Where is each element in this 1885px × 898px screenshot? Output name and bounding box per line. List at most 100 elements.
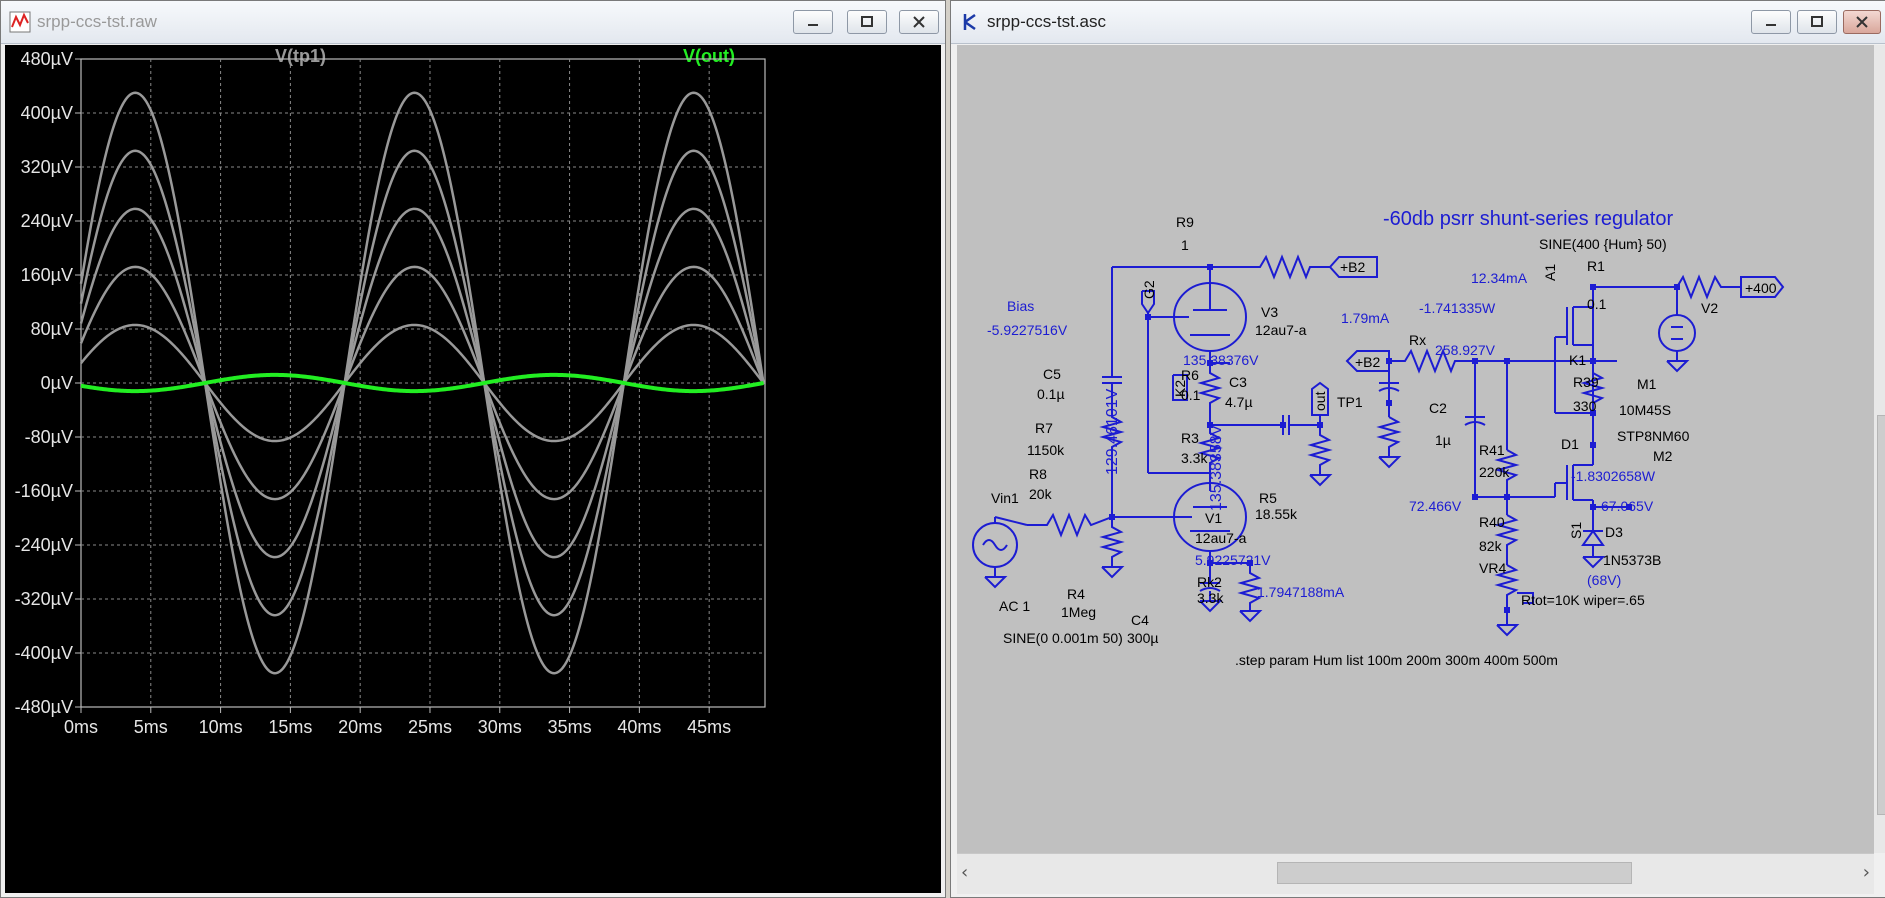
label-r41: R41 (1479, 442, 1505, 458)
y-tick-label: 240µV (21, 211, 73, 231)
label-node-258: 258.927V (1435, 342, 1496, 358)
trace-vtp1[interactable] (79, 207, 765, 559)
label-c3: C3 (1229, 374, 1247, 390)
waveform-window-title: srpp-ccs-tst.raw (37, 12, 157, 31)
trace-vtp1[interactable] (80, 323, 765, 443)
trace-vout[interactable] (80, 372, 764, 394)
minimize-button[interactable] (793, 10, 833, 34)
label-out: out (1312, 391, 1328, 411)
y-tick-label: 480µV (21, 49, 73, 69)
label-sine-v2: SINE(400 {Hum} 50) (1539, 236, 1667, 252)
label-r7-val: 1150k (1027, 442, 1065, 458)
scroll-left-icon[interactable]: ‹ (961, 862, 969, 883)
label-r5-val: 18.55k (1255, 506, 1298, 522)
label-vin1: Vin1 (991, 490, 1019, 506)
vertical-scroll-thumb[interactable] (1877, 415, 1885, 815)
maximize-button[interactable] (847, 10, 887, 34)
close-button[interactable] (899, 10, 939, 34)
label-rk2: Rk2 (1197, 574, 1222, 590)
schematic-canvas[interactable]: -60db psrr shunt-series regulator .step … (957, 45, 1874, 853)
schematic-titlebar[interactable]: srpp-ccs-tst.asc (951, 1, 1885, 44)
label-v1: V1 (1205, 510, 1222, 526)
label-m2-model: STP8NM60 (1617, 428, 1690, 444)
label-v3-model: 12au7-a (1255, 322, 1307, 338)
y-tick-label: -160µV (15, 481, 73, 501)
label-c2-val: 1µ (1435, 432, 1451, 448)
maximize-icon (1811, 16, 1823, 27)
label-r8: R8 (1029, 466, 1047, 482)
x-tick-label: 25ms (408, 717, 452, 737)
trace-vtp1[interactable] (79, 91, 765, 675)
label-vert-135: 135.38358V (1208, 424, 1225, 511)
label-k2: K2 (1172, 380, 1188, 397)
label-r8-val: 20k (1029, 486, 1053, 502)
label-c3-val: 4.7µ (1225, 394, 1253, 410)
close-button[interactable] (1843, 10, 1881, 34)
label-d3-model: 1N5373B (1603, 552, 1661, 568)
schematic-window: srpp-ccs-tst.asc (950, 0, 1885, 898)
x-tick-label: 20ms (338, 717, 382, 737)
label-r41-val: 220k (1479, 464, 1510, 480)
label-w-1741: -1.741335W (1419, 300, 1496, 316)
label-k-node: 5.9225721V (1195, 552, 1271, 568)
step-directive: .step param Hum list 100m 200m 300m 400m… (1235, 652, 1558, 668)
label-node-67: 67.065V (1601, 498, 1654, 514)
label-d3-v: (68V) (1587, 572, 1621, 588)
label-r39-val: 330 (1573, 398, 1597, 414)
maximize-button[interactable] (1797, 10, 1837, 34)
horizontal-scrollbar[interactable]: ‹ › (957, 853, 1874, 894)
schematic-window-title: srpp-ccs-tst.asc (987, 12, 1107, 31)
label-r5: R5 (1259, 490, 1277, 506)
y-tick-label: 400µV (21, 103, 73, 123)
label-bias-val: -5.9227516V (987, 322, 1068, 338)
label-i-179: 1.79mA (1341, 310, 1390, 326)
waveform-titlebar[interactable]: srpp-ccs-tst.raw (1, 1, 945, 44)
x-tick-label: 10ms (199, 717, 243, 737)
label-c2: C2 (1429, 400, 1447, 416)
minimize-button[interactable] (1751, 10, 1791, 34)
label-c4: C4 (1131, 612, 1149, 628)
vertical-scrollbar[interactable] (1874, 45, 1885, 853)
label-r3: R3 (1181, 430, 1199, 446)
x-tick-label: 5ms (134, 717, 168, 737)
x-tick-label: 40ms (617, 717, 661, 737)
horizontal-scroll-thumb[interactable] (1277, 862, 1632, 884)
label-node-135a: 135.38376V (1183, 352, 1259, 368)
schematic-app-icon (963, 13, 976, 31)
label-v3: V3 (1261, 304, 1278, 320)
label-k1: K1 (1569, 352, 1586, 368)
y-tick-label: -320µV (15, 589, 73, 609)
label-w-1830: -1.8302658W (1571, 468, 1656, 484)
scroll-right-icon[interactable]: › (1862, 862, 1870, 883)
label-vr4: VR4 (1479, 560, 1506, 576)
label-a1: A1 (1542, 264, 1558, 281)
label-p400: +400 (1745, 280, 1777, 296)
trace-vtp1[interactable] (79, 265, 765, 501)
label-m2: M2 (1653, 448, 1673, 464)
label-r39: R39 (1573, 374, 1599, 390)
label-d3: D3 (1605, 524, 1623, 540)
legend-vout[interactable]: V(out) (683, 46, 735, 66)
label-i-1234: 12.34mA (1471, 270, 1528, 286)
label-c4-val: 300µ (1127, 630, 1158, 646)
y-tick-label: 320µV (21, 157, 73, 177)
label-sine-vin: SINE(0 0.001m 50) (1003, 630, 1123, 646)
x-tick-label: 45ms (687, 717, 731, 737)
label-v1-model: 12au7-a (1195, 530, 1247, 546)
label-bias: Bias (1007, 298, 1034, 314)
label-r1-val: 0.1 (1587, 296, 1607, 312)
label-b2: +B2 (1340, 259, 1366, 275)
schematic-drawing[interactable]: -60db psrr shunt-series regulator .step … (957, 45, 1874, 853)
x-tick-label: 15ms (268, 717, 312, 737)
label-r9: R9 (1176, 214, 1194, 230)
legend-vtp1[interactable]: V(tp1) (275, 46, 326, 66)
label-ac1: AC 1 (999, 598, 1030, 614)
trace-vtp1[interactable] (79, 149, 765, 617)
label-r1: R1 (1587, 258, 1605, 274)
label-s1: S1 (1568, 522, 1584, 539)
label-c5-val: 0.1µ (1037, 386, 1065, 402)
y-tick-label: -480µV (15, 697, 73, 717)
